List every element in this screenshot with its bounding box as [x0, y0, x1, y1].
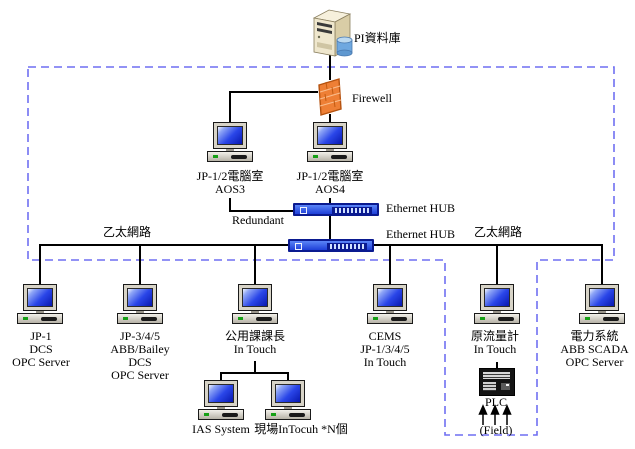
pi-database-server-icon: [312, 9, 353, 57]
computer-icon-raw-flow: [474, 284, 520, 324]
computer-base: [579, 313, 625, 324]
server-label: PI資料庫: [354, 31, 401, 45]
solid-connectors: [39, 54, 603, 381]
computer-base: [198, 409, 244, 420]
ethernet-hub-2-icon: [288, 239, 374, 252]
computer-base: [117, 313, 163, 324]
jp1-label: JP-1 DCS OPC Server: [12, 329, 70, 369]
plc-icon: [479, 368, 515, 396]
computer-icon-site-intouch: [265, 380, 311, 420]
computer-icon-power: [579, 284, 625, 324]
ias-label: IAS System: [192, 422, 250, 436]
ethernet-left-label: 乙太網路: [102, 225, 151, 239]
field-label: (Field): [479, 423, 513, 437]
plc-label: PLC: [484, 395, 507, 409]
monitor: [480, 284, 514, 311]
firewall-icon: [318, 78, 342, 116]
monitor: [213, 122, 247, 149]
monitor: [271, 380, 305, 407]
monitor: [204, 380, 238, 407]
computer-base: [474, 313, 520, 324]
dmz-dashed-boundary: [27, 66, 615, 436]
field-signal-arrows: [478, 404, 512, 425]
computer-icon-aos3: [207, 122, 253, 162]
raw-flow-label: 原流量計 In Touch: [470, 329, 519, 356]
monitor: [23, 284, 57, 311]
public-section-label: 公用課課長 In Touch: [224, 329, 285, 356]
computer-base: [17, 313, 63, 324]
monitor: [585, 284, 619, 311]
firewall-label: Firewell: [352, 91, 392, 105]
ethernet-right-label: 乙太網路: [473, 225, 522, 239]
computer-base: [367, 313, 413, 324]
redundant-label: Redundant: [232, 213, 284, 227]
power-label: 電力系統 ABB SCADA OPC Server: [560, 329, 629, 369]
computer-icon-jp345: [117, 284, 163, 324]
computer-base: [307, 151, 353, 162]
monitor: [313, 122, 347, 149]
monitor: [123, 284, 157, 311]
aos4-label: JP-1/2電腦室 AOS4: [296, 169, 364, 196]
hub2-label: Ethernet HUB: [386, 227, 455, 241]
monitor: [238, 284, 272, 311]
computer-icon-aos4: [307, 122, 353, 162]
ethernet-hub-1-icon: [293, 203, 379, 216]
cems-label: CEMS JP-1/3/4/5 In Touch: [360, 329, 410, 369]
aos3-label: JP-1/2電腦室 AOS3: [196, 169, 264, 196]
computer-icon-cems: [367, 284, 413, 324]
computer-icon-public-section: [232, 284, 278, 324]
computer-base: [232, 313, 278, 324]
computer-icon-ias: [198, 380, 244, 420]
computer-icon-jp1: [17, 284, 63, 324]
monitor: [373, 284, 407, 311]
hub1-label: Ethernet HUB: [386, 201, 455, 215]
computer-base: [265, 409, 311, 420]
site-intouch-label: 現場InTocuh *N個: [254, 422, 348, 436]
computer-base: [207, 151, 253, 162]
jp345-label: JP-3/4/5 ABB/Bailey DCS OPC Server: [110, 329, 170, 382]
